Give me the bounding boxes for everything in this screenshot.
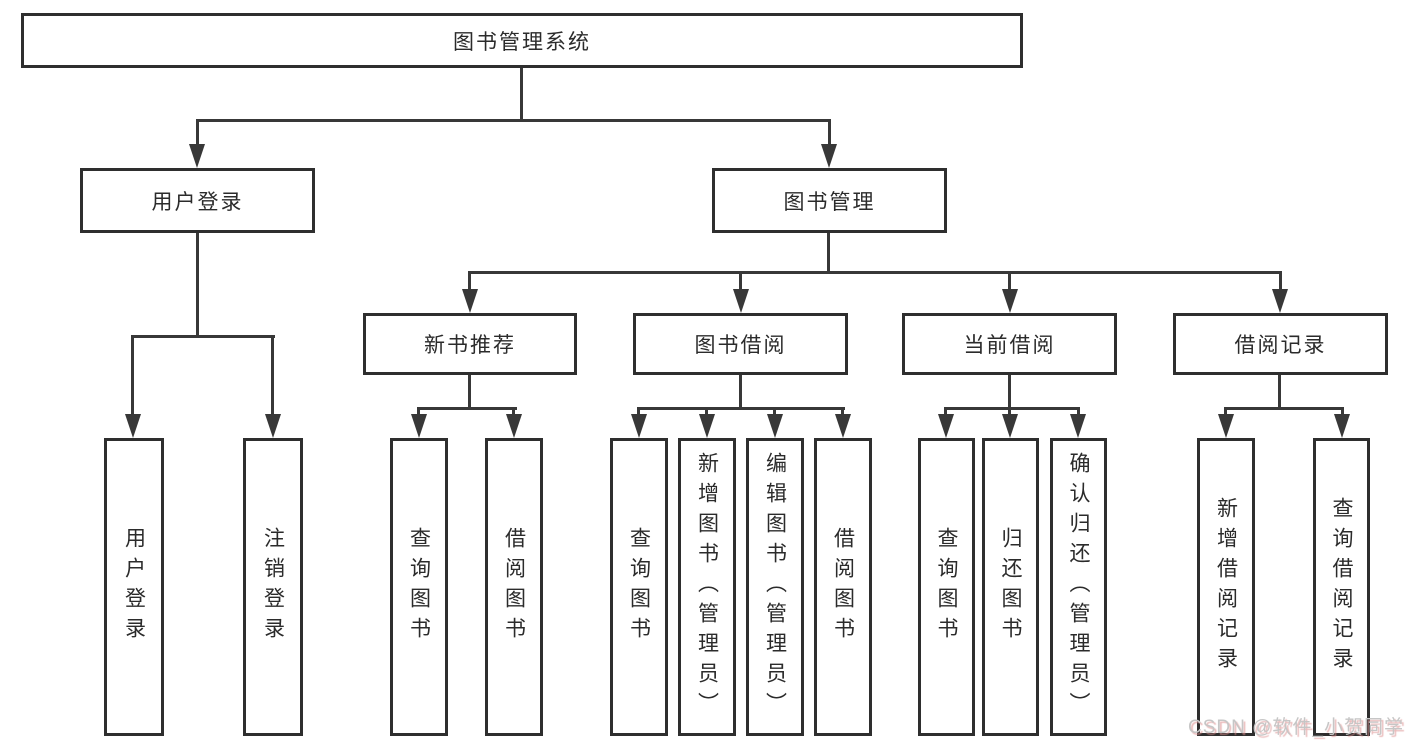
leaf-user-login: 用户登录 (104, 438, 164, 736)
leaf-query-books: 查询图书 (390, 438, 448, 736)
csdn-watermark: CSDN @软件_小贺同学 (1188, 717, 1404, 738)
connector-line (417, 407, 420, 417)
connector-line (1008, 271, 1011, 291)
node-borrowing-records: 借阅记录 (1173, 313, 1388, 375)
connector-line (739, 271, 742, 291)
arrow-down-icon (125, 414, 141, 438)
connector-line (131, 335, 134, 417)
leaf-query-books: 查询图书 (918, 438, 975, 736)
connector-line (828, 119, 831, 147)
node-label: 图书借阅 (694, 334, 787, 357)
connector-line (1077, 407, 1080, 417)
connector-line (705, 407, 708, 417)
arrow-down-icon (1070, 414, 1086, 438)
node-user-login: 用户登录 (80, 168, 315, 233)
node-label: 借阅记录 (1234, 334, 1327, 357)
arrow-down-icon (1334, 414, 1350, 438)
arrow-down-icon (835, 414, 851, 438)
leaf-return-books: 归还图书 (982, 438, 1039, 736)
connector-line (520, 68, 523, 121)
connector-line (827, 233, 830, 273)
leaf-label: 用户登录 (122, 527, 146, 647)
arrow-down-icon (189, 144, 205, 168)
connector-line (468, 271, 1282, 274)
leaf-label: 查询图书 (407, 527, 431, 647)
connector-line (1224, 407, 1344, 410)
connector-line (196, 119, 199, 147)
connector-line (512, 407, 515, 417)
connector-line (739, 375, 742, 409)
connector-line (773, 407, 776, 417)
connector-line (1341, 407, 1344, 417)
connector-line (637, 407, 845, 410)
leaf-label: 查询图书 (627, 527, 651, 647)
connector-line (132, 335, 275, 338)
arrow-down-icon (462, 289, 478, 313)
leaf-label: 借阅图书 (831, 527, 855, 647)
leaf-label: 新增图书（管理员） (695, 452, 719, 722)
connector-line (1008, 407, 1011, 417)
node-book-borrowing: 图书借阅 (633, 313, 848, 375)
leaf-label: 查询图书 (935, 527, 958, 647)
leaf-borrow-books: 借阅图书 (485, 438, 543, 736)
connector-line (1278, 375, 1281, 409)
connector-line (197, 119, 831, 122)
leaf-label: 归还图书 (999, 527, 1022, 647)
connector-line (196, 233, 199, 337)
node-label: 新书推荐 (424, 334, 516, 357)
connector-line (944, 407, 1080, 410)
leaf-label: 查询借阅记录 (1330, 497, 1353, 677)
arrow-down-icon (265, 414, 281, 438)
node-current-borrowing: 当前借阅 (902, 313, 1117, 375)
arrow-down-icon (1002, 414, 1018, 438)
arrow-down-icon (821, 144, 837, 168)
leaf-label: 编辑图书（管理员） (763, 452, 787, 722)
connector-line (1224, 407, 1227, 417)
node-library-management-system: 图书管理系统 (21, 13, 1023, 68)
node-book-management: 图书管理 (712, 168, 947, 233)
leaf-label: 新增借阅记录 (1214, 497, 1238, 677)
arrow-down-icon (506, 414, 522, 438)
leaf-query-books: 查询图书 (610, 438, 668, 736)
arrow-down-icon (733, 289, 749, 313)
connector-line (417, 407, 517, 410)
connector-line (944, 407, 947, 417)
node-label: 图书管理 (783, 190, 876, 214)
node-label: 图书管理系统 (453, 30, 591, 54)
arrow-down-icon (1272, 289, 1288, 313)
leaf-label: 注销登录 (261, 527, 285, 647)
leaf-confirm-return-admin: 确认归还（管理员） (1050, 438, 1107, 736)
connector-line (637, 407, 640, 417)
leaf-add-borrow-record: 新增借阅记录 (1197, 438, 1255, 736)
connector-line (841, 407, 844, 417)
arrow-down-icon (699, 414, 715, 438)
node-label: 当前借阅 (963, 334, 1056, 357)
arrow-down-icon (1218, 414, 1234, 438)
leaf-logout: 注销登录 (243, 438, 303, 736)
node-new-book-recommendation: 新书推荐 (363, 313, 577, 375)
connector-line (468, 271, 471, 291)
leaf-label: 确认归还（管理员） (1067, 452, 1090, 722)
leaf-borrow-books: 借阅图书 (814, 438, 872, 736)
connector-line (468, 375, 471, 409)
leaf-query-borrow-record: 查询借阅记录 (1313, 438, 1370, 736)
arrow-down-icon (938, 414, 954, 438)
arrow-down-icon (631, 414, 647, 438)
connector-line (1279, 271, 1282, 291)
arrow-down-icon (767, 414, 783, 438)
leaf-add-books-admin: 新增图书（管理员） (678, 438, 736, 736)
arrow-down-icon (1002, 289, 1018, 313)
leaf-label: 借阅图书 (502, 527, 526, 647)
arrow-down-icon (411, 414, 427, 438)
node-label: 用户登录 (151, 190, 244, 214)
connector-line (271, 335, 274, 417)
leaf-edit-books-admin: 编辑图书（管理员） (746, 438, 804, 736)
connector-line (1008, 375, 1011, 409)
